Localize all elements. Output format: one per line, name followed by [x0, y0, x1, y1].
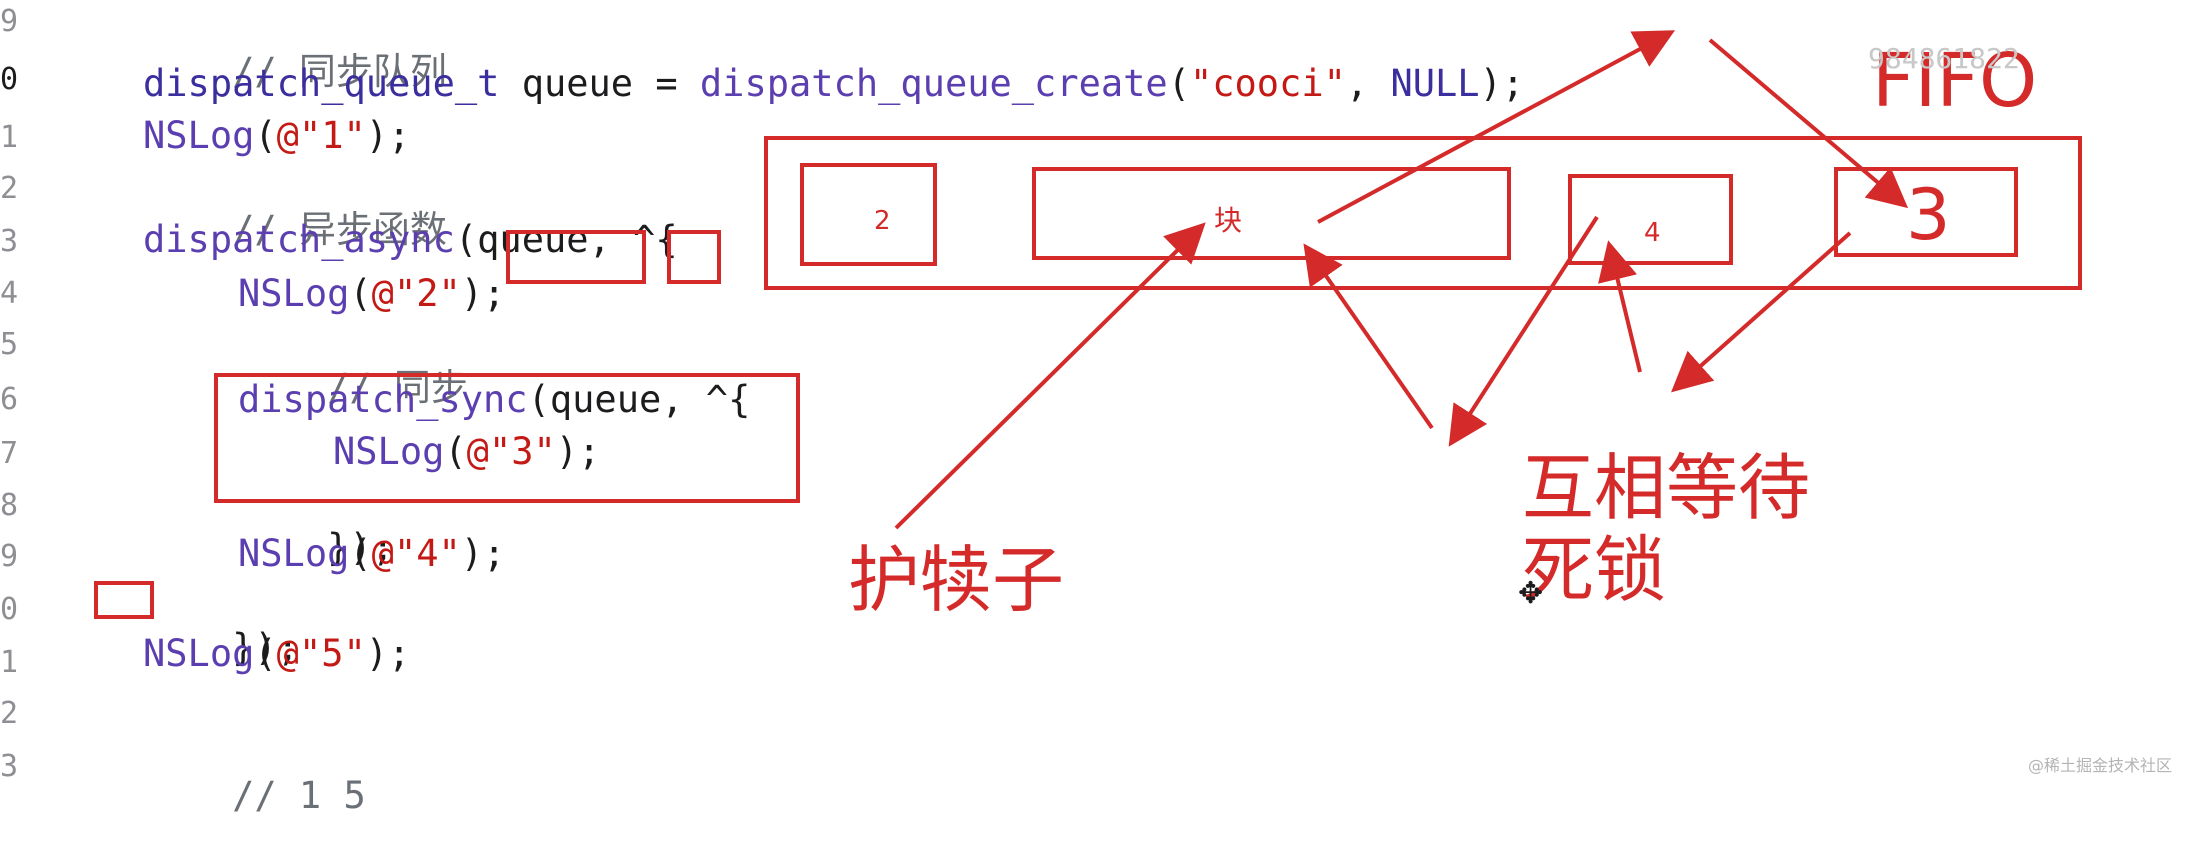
code-text: }); — [327, 526, 394, 569]
code-text: ); — [460, 532, 506, 575]
code-line: NSLog(@"4"); — [238, 532, 505, 576]
code-text: ( — [454, 218, 478, 261]
code-function: NSLog — [238, 272, 350, 315]
code-line: // 异步函数 — [143, 164, 447, 296]
code-string: @"1" — [276, 114, 366, 157]
arrow-wait-to-4 — [1598, 240, 1642, 373]
line-number-gutter: 9 0 1 2 3 4 5 6 7 8 9 0 1 2 3 — [0, 0, 40, 784]
code-text: , — [1345, 62, 1391, 105]
line-number: 8 — [0, 488, 19, 523]
label-deadlock: 死锁 — [1522, 528, 1667, 612]
line-number-current: 0 — [0, 62, 19, 97]
code-function: dispatch_sync — [238, 378, 528, 421]
highlight-block-start — [667, 230, 721, 284]
label-mutual-wait: 互相等待 — [1522, 446, 1811, 530]
line-number: 5 — [0, 327, 19, 362]
code-line: NSLog(@"5"); — [143, 632, 410, 676]
line-number: 4 — [0, 276, 19, 311]
code-keyword: NULL — [1390, 62, 1480, 105]
code-text: ); — [1479, 62, 1525, 105]
arrow-block-to-top — [1317, 30, 1676, 224]
code-text: (queue, ^{ — [527, 378, 751, 421]
code-text: ( — [254, 632, 277, 675]
code-string: @"3" — [466, 430, 556, 473]
line-number: 9 — [0, 539, 19, 574]
arrow-top-to-3 — [1708, 38, 1909, 209]
credit-text: @稀土掘金技术社区 — [2028, 756, 2173, 775]
label-guard: 护犊子 — [848, 538, 1065, 622]
queue-slot-block-label: 块 — [1214, 204, 1243, 237]
arrow-guard-to-block — [894, 222, 1206, 530]
code-comment: // 1 5 — [232, 774, 366, 817]
queue-outline — [764, 136, 2082, 290]
code-function: NSLog — [143, 114, 255, 157]
watermark: 984861822 — [1868, 42, 2020, 75]
highlight-block-end — [94, 581, 154, 619]
queue-slot-block — [1032, 167, 1511, 260]
code-function: NSLog — [143, 632, 255, 675]
arrow-3-to-wait — [1671, 231, 1852, 393]
highlight-sync-call — [214, 373, 800, 503]
code-text: ); — [365, 114, 411, 157]
code-line: }); — [238, 482, 394, 614]
line-number: 6 — [0, 382, 19, 417]
code-text: ( — [254, 114, 277, 157]
code-line: NSLog(@"3"); — [333, 430, 600, 474]
code-text: ( — [349, 272, 372, 315]
code-type: dispatch_queue_t — [143, 62, 500, 105]
code-text: ); — [365, 632, 411, 675]
code-function: NSLog — [238, 532, 350, 575]
code-function: dispatch_async — [143, 218, 455, 261]
arrow-4-to-wait — [1448, 215, 1599, 447]
line-number: 7 — [0, 436, 19, 471]
code-text: ); — [460, 272, 506, 315]
highlight-queue-arg — [506, 230, 646, 284]
line-number: 2 — [0, 171, 19, 206]
move-cursor-icon: ✥ — [1518, 576, 1544, 611]
code-text: ( — [349, 532, 372, 575]
code-line: dispatch_sync(queue, ^{ — [238, 378, 750, 422]
code-line: dispatch_async(queue, ^{ — [143, 218, 678, 262]
code-text: ); — [555, 430, 601, 473]
line-number: 3 — [0, 224, 19, 259]
code-function: NSLog — [333, 430, 445, 473]
code-function: dispatch_queue_create — [699, 62, 1168, 105]
code-string: @"2" — [371, 272, 461, 315]
queue-slot-3 — [1834, 167, 2018, 257]
code-text: ( — [444, 430, 467, 473]
code-string: @"4" — [371, 532, 461, 575]
line-number: 1 — [0, 645, 19, 680]
code-line: dispatch_queue_t queue = dispatch_queue_… — [143, 62, 1524, 106]
code-string: "cooci" — [1189, 62, 1346, 105]
code-comment: // 同步队列 — [232, 50, 447, 93]
code-line: // 同步队列 — [143, 6, 447, 138]
queue-slot-2-label: 2 — [874, 206, 891, 236]
code-line: }); — [143, 582, 299, 714]
code-text: queue = — [499, 62, 700, 105]
queue-slot-3-label: 3 — [1906, 174, 1951, 256]
arrow-wait-to-block — [1303, 243, 1434, 430]
line-number: 3 — [0, 749, 19, 784]
queue-slot-4-label: 4 — [1644, 218, 1661, 248]
code-text: ( — [1167, 62, 1190, 105]
line-number: 9 — [0, 4, 19, 39]
code-line: NSLog(@"1"); — [143, 114, 410, 158]
line-number: 2 — [0, 696, 19, 731]
queue-slot-4 — [1568, 174, 1733, 265]
code-comment: // 异步函数 — [232, 208, 447, 251]
code-string: @"5" — [276, 632, 366, 675]
line-number: 0 — [0, 592, 19, 627]
fifo-label: FIFO — [1872, 38, 2038, 124]
line-number: 1 — [0, 120, 19, 155]
code-line: NSLog(@"2"); — [238, 272, 505, 316]
queue-slot-2 — [800, 163, 937, 266]
code-text: }); — [232, 626, 299, 669]
annotation-arrows — [894, 30, 1909, 530]
